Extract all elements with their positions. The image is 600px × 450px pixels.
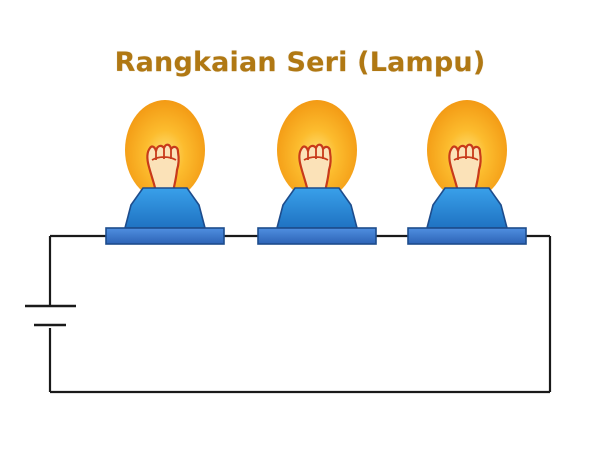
bulb-base (105, 187, 225, 245)
filament-coil (303, 148, 329, 161)
circuit-wire (48, 234, 552, 394)
bulb-2 (257, 100, 377, 245)
bulb-3 (407, 100, 527, 245)
bulb-plate (407, 227, 527, 245)
bulb-socket (123, 187, 207, 229)
filament-coil (151, 148, 177, 161)
bulb-socket (425, 187, 509, 229)
bulb-socket (275, 187, 359, 229)
bulb-plate (105, 227, 225, 245)
bulb-icon (277, 100, 357, 200)
diagram-title: Rangkaian Seri (Lampu) (114, 47, 486, 78)
bulb-base (257, 187, 377, 245)
bulb-icon (427, 100, 507, 200)
bulb-plate (257, 227, 377, 245)
bulb-1 (105, 100, 225, 245)
bulb-icon (125, 100, 205, 200)
bulb-base (407, 187, 527, 245)
filament-coil (453, 148, 479, 161)
battery-icon (25, 304, 76, 327)
